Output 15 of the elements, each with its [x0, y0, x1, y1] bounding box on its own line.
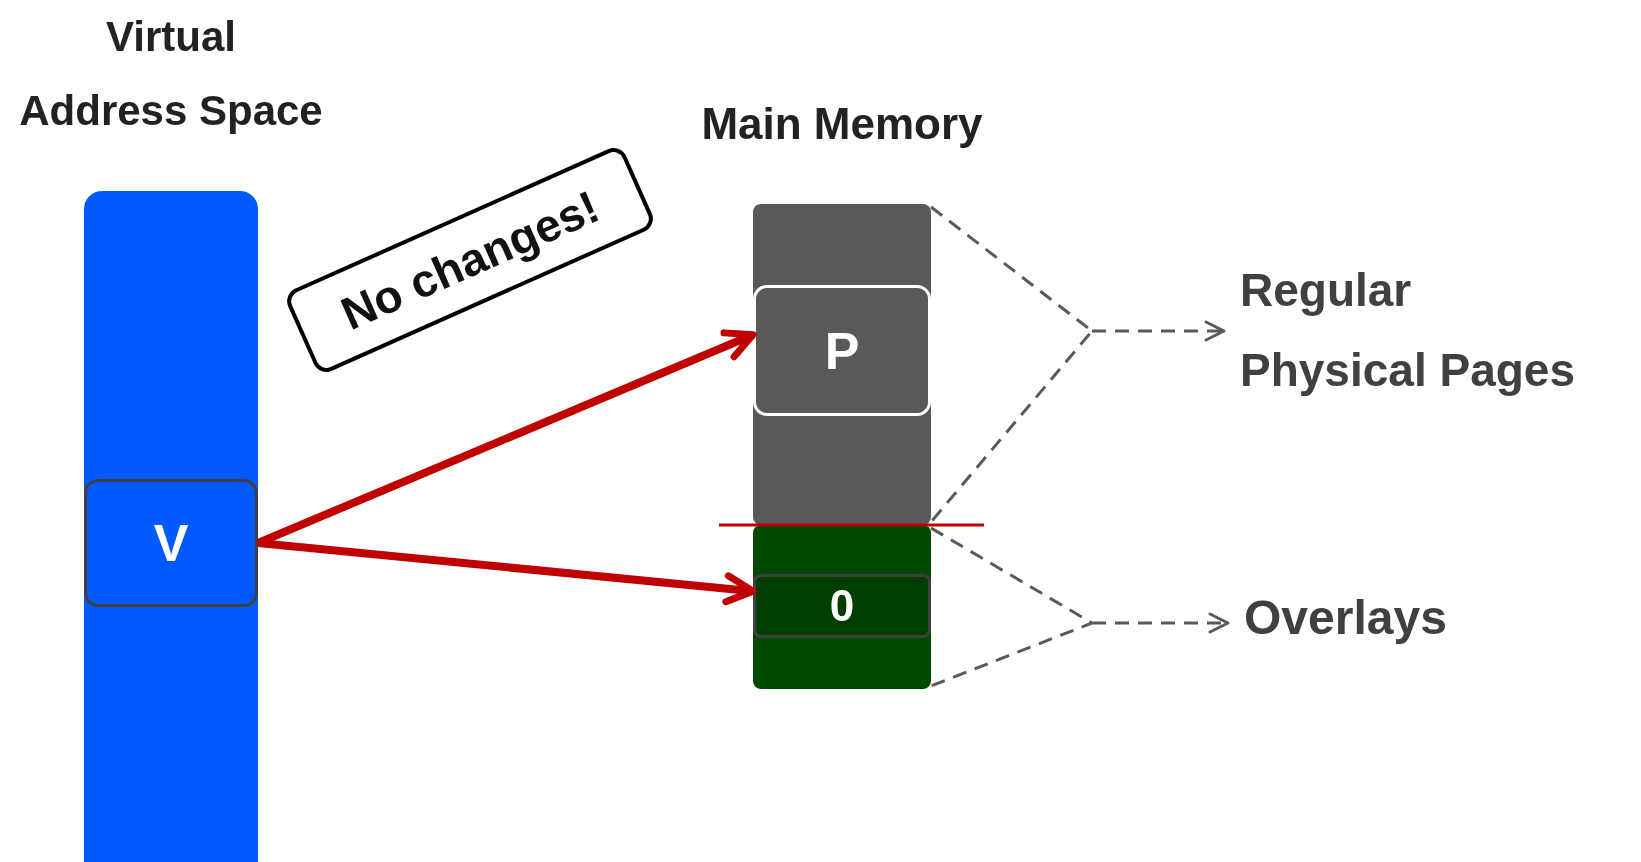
box-label: P	[823, 320, 861, 382]
arrow	[257, 539, 757, 606]
virtual-page-box	[84, 479, 258, 607]
box-label: V	[152, 513, 190, 574]
heading: Main Memory	[700, 98, 984, 150]
dashed-bracket-arrow	[929, 526, 1230, 688]
overlay-page-box	[753, 574, 931, 638]
heading: Virtual Address Space	[18, 12, 324, 136]
box-label: 0	[828, 580, 856, 632]
overlay-region	[753, 525, 931, 689]
label-text: Regular Physical Pages	[1240, 263, 1576, 398]
dashed-bracket-arrow	[929, 205, 1226, 524]
physical-page-box	[753, 285, 931, 416]
label-text: Overlays	[1244, 590, 1448, 646]
physical-pages-region	[753, 204, 931, 525]
